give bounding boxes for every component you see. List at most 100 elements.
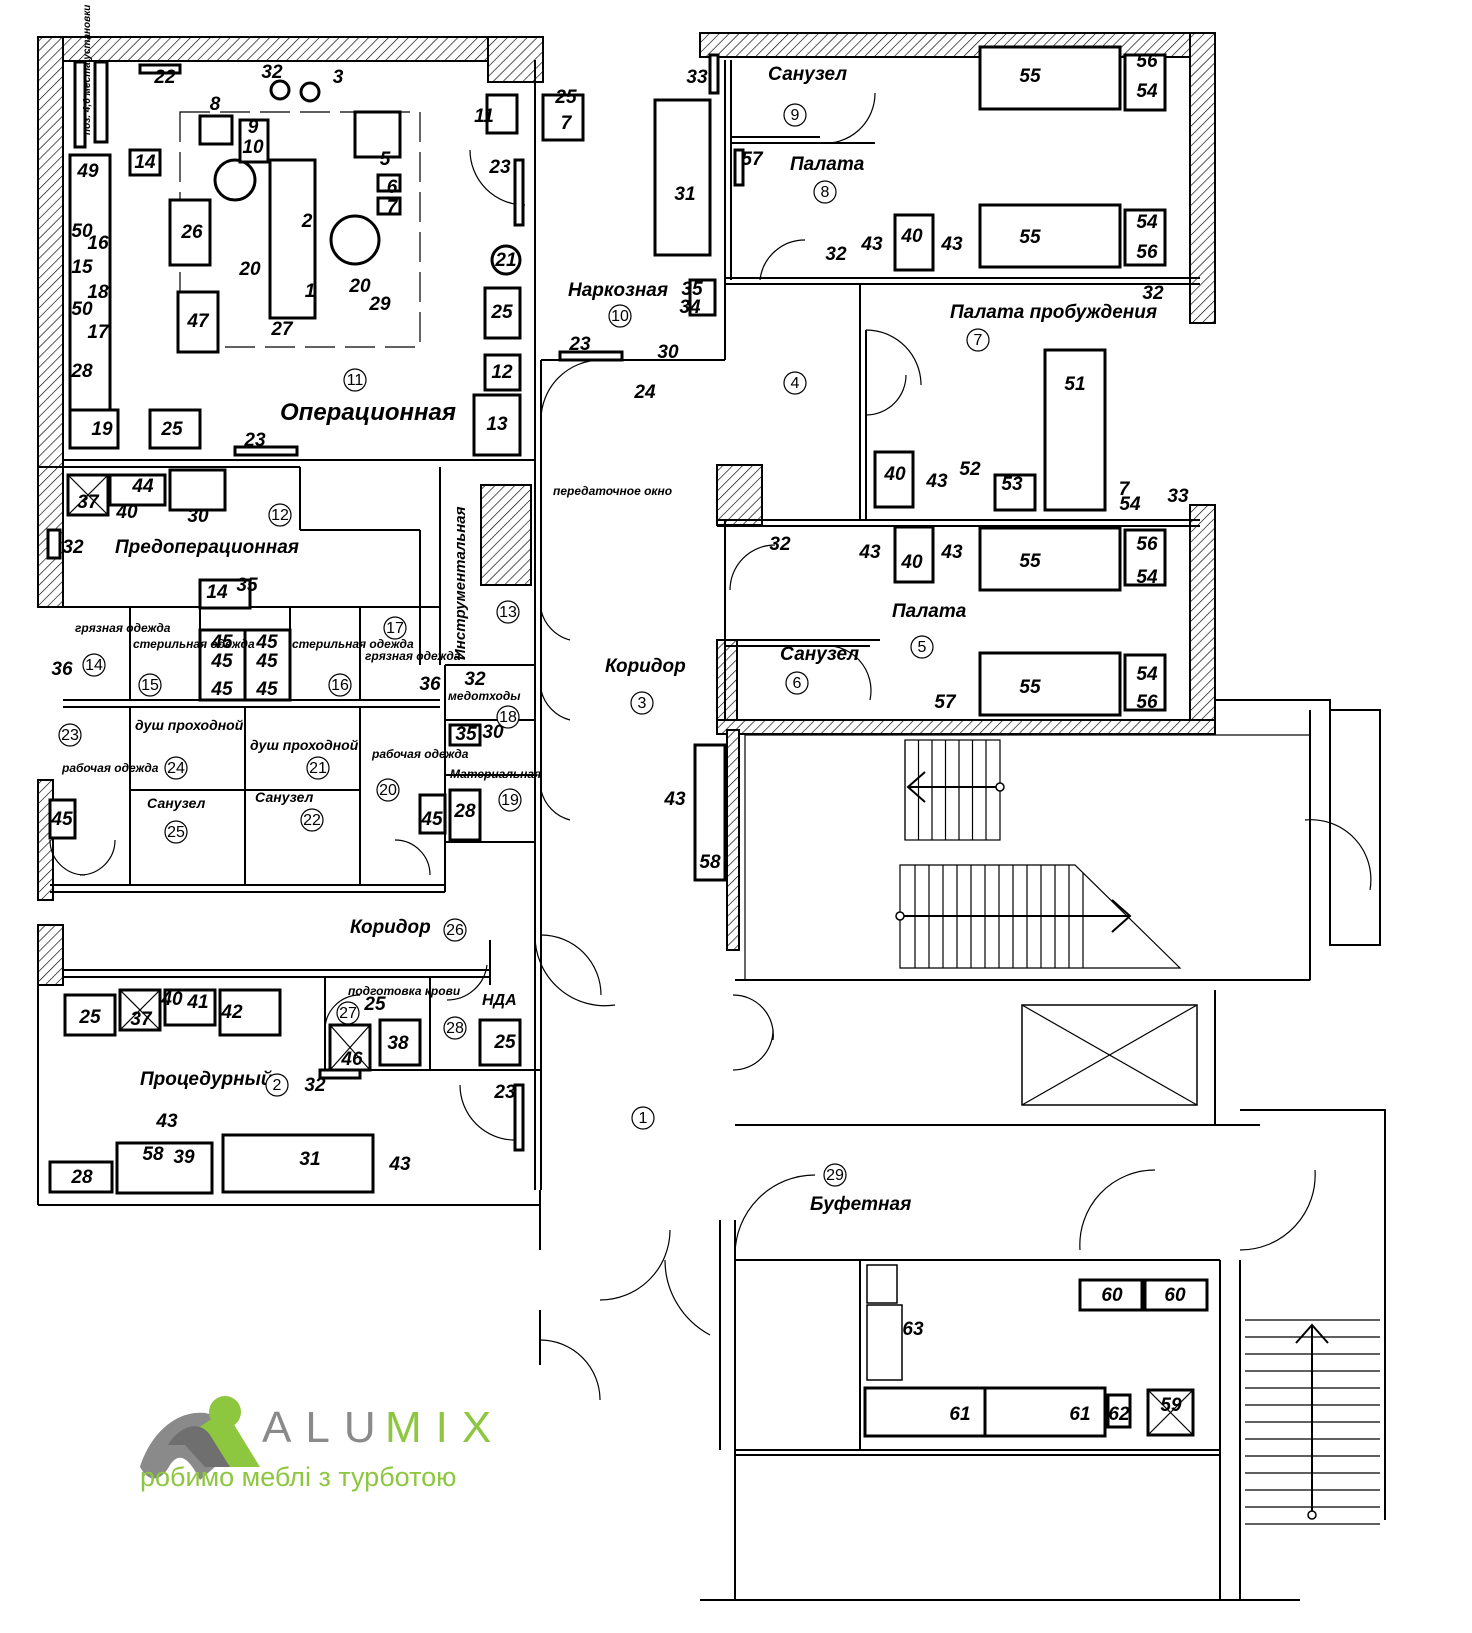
equipment-number-60: 60 <box>1164 1285 1186 1306</box>
room-number-text: 10 <box>611 308 629 325</box>
label-nda: НДА <box>482 992 517 1009</box>
equipment-number-55: 55 <box>1019 227 1041 248</box>
label-work-clothes-20: рабочая одежда <box>371 747 469 761</box>
equipment-number-13: 13 <box>486 414 508 435</box>
equipment-number-56: 56 <box>1136 692 1158 713</box>
equipment-number-44: 44 <box>131 476 154 497</box>
equipment-number-45: 45 <box>255 679 278 700</box>
room-number-6: 6 <box>785 671 809 695</box>
room-number-18: 18 <box>496 705 520 729</box>
equipment-number-38: 38 <box>387 1033 409 1054</box>
room-number-text: 28 <box>446 1020 464 1037</box>
room-number-7: 7 <box>966 328 990 352</box>
equipment-number-54: 54 <box>1136 664 1158 685</box>
room-number-text: 7 <box>974 332 983 349</box>
equipment-number-32: 32 <box>62 537 84 558</box>
label-ward-8: Палата <box>790 154 865 175</box>
equipment-number-56: 56 <box>1136 242 1158 263</box>
equipment-number-43: 43 <box>860 234 883 255</box>
room-number-3: 3 <box>630 691 654 715</box>
equipment-number-61: 61 <box>949 1404 970 1425</box>
room-number-text: 1 <box>639 1110 648 1127</box>
equipment-number-54: 54 <box>1136 567 1158 588</box>
label-transfer-window: передаточное окно <box>553 484 672 498</box>
room-number-21: 21 <box>306 756 330 780</box>
equipment-number-56: 56 <box>1136 534 1158 555</box>
room-number-22: 22 <box>300 808 324 832</box>
equipment-number-54: 54 <box>1136 212 1158 233</box>
room-number-text: 17 <box>386 620 404 637</box>
room-number-15: 15 <box>138 673 162 697</box>
equipment-number-54: 54 <box>1119 494 1141 515</box>
doors <box>49 92 1372 1401</box>
room-number-25: 25 <box>164 820 188 844</box>
equipment-number-25: 25 <box>78 1007 101 1028</box>
equipment-number-1: 1 <box>305 281 316 302</box>
equipment-number-25: 25 <box>363 994 386 1015</box>
equipment-number-12: 12 <box>491 362 513 383</box>
equipment-number-29: 29 <box>368 294 391 315</box>
room-number-text: 27 <box>339 1005 357 1022</box>
equipment-number-28: 28 <box>453 801 476 822</box>
equipment-number-55: 55 <box>1019 677 1041 698</box>
room-number-text: 8 <box>821 184 830 201</box>
room-number-text: 3 <box>638 695 647 712</box>
room-number-20: 20 <box>376 778 400 802</box>
equipment-number-23: 23 <box>243 430 266 451</box>
room-number-13: 13 <box>496 600 520 624</box>
room-number-text: 9 <box>791 107 800 124</box>
room-number-text: 18 <box>499 709 517 726</box>
equipment-number-43: 43 <box>155 1111 178 1132</box>
room-number-10: 10 <box>608 304 632 328</box>
room-number-text: 22 <box>303 812 321 829</box>
equipment-number-45: 45 <box>50 809 73 830</box>
equipment-number-45: 45 <box>420 809 443 830</box>
equipment-number-14: 14 <box>134 152 156 173</box>
alumix-logo-mark <box>140 1396 260 1480</box>
room-number-28: 28 <box>443 1016 467 1040</box>
label-operating-room: Операционная <box>280 399 456 426</box>
equipment-number-57: 57 <box>741 149 764 170</box>
equipment-number-40: 40 <box>900 552 923 573</box>
label-dirty-clothes-17: грязная одежда <box>365 649 461 663</box>
equipment-number-3: 3 <box>333 67 344 88</box>
room-number-19: 19 <box>498 788 522 812</box>
equipment-number-56: 56 <box>1136 51 1158 72</box>
room-number-14: 14 <box>82 653 106 677</box>
equipment-number-63: 63 <box>902 1319 924 1340</box>
room-number-text: 20 <box>379 782 397 799</box>
equipment-number-28: 28 <box>70 1167 93 1188</box>
equipment-number-25: 25 <box>493 1032 516 1053</box>
equipment-number-33: 33 <box>1167 486 1189 507</box>
equipment-number-2: 2 <box>301 211 313 232</box>
label-preop: Предоперационная <box>115 537 299 558</box>
equipment-number-43: 43 <box>388 1154 411 1175</box>
equipment-number-40: 40 <box>115 502 138 523</box>
room-number-text: 24 <box>167 760 185 777</box>
room-number-text: 23 <box>61 727 79 744</box>
equipment-number-36: 36 <box>419 674 441 695</box>
equipment-number-32: 32 <box>769 534 791 555</box>
label-install-note: поз. 4,6 места установки <box>82 5 93 135</box>
equipment-number-26: 26 <box>180 222 203 243</box>
interior-walls <box>37 60 1386 1601</box>
equipment-number-8: 8 <box>210 94 221 115</box>
equipment-number-19: 19 <box>91 419 113 440</box>
equipment-number-32: 32 <box>464 669 486 690</box>
equipment-number-51: 51 <box>1064 374 1085 395</box>
label-sanuzel-9: Санузел <box>768 64 847 85</box>
equipment-number-41: 41 <box>186 992 208 1013</box>
room-number-text: 29 <box>826 1167 844 1184</box>
equipment-number-23: 23 <box>568 334 591 355</box>
logo-name-alu: ALU <box>262 1403 390 1452</box>
equipment-number-30: 30 <box>482 722 504 743</box>
room-number-16: 16 <box>328 673 352 697</box>
equipment-number-43: 43 <box>940 234 963 255</box>
room-number-text: 26 <box>446 922 464 939</box>
room-number-1: 1 <box>631 1106 655 1130</box>
equipment-number-31: 31 <box>674 184 695 205</box>
room-number-2: 2 <box>265 1073 289 1097</box>
